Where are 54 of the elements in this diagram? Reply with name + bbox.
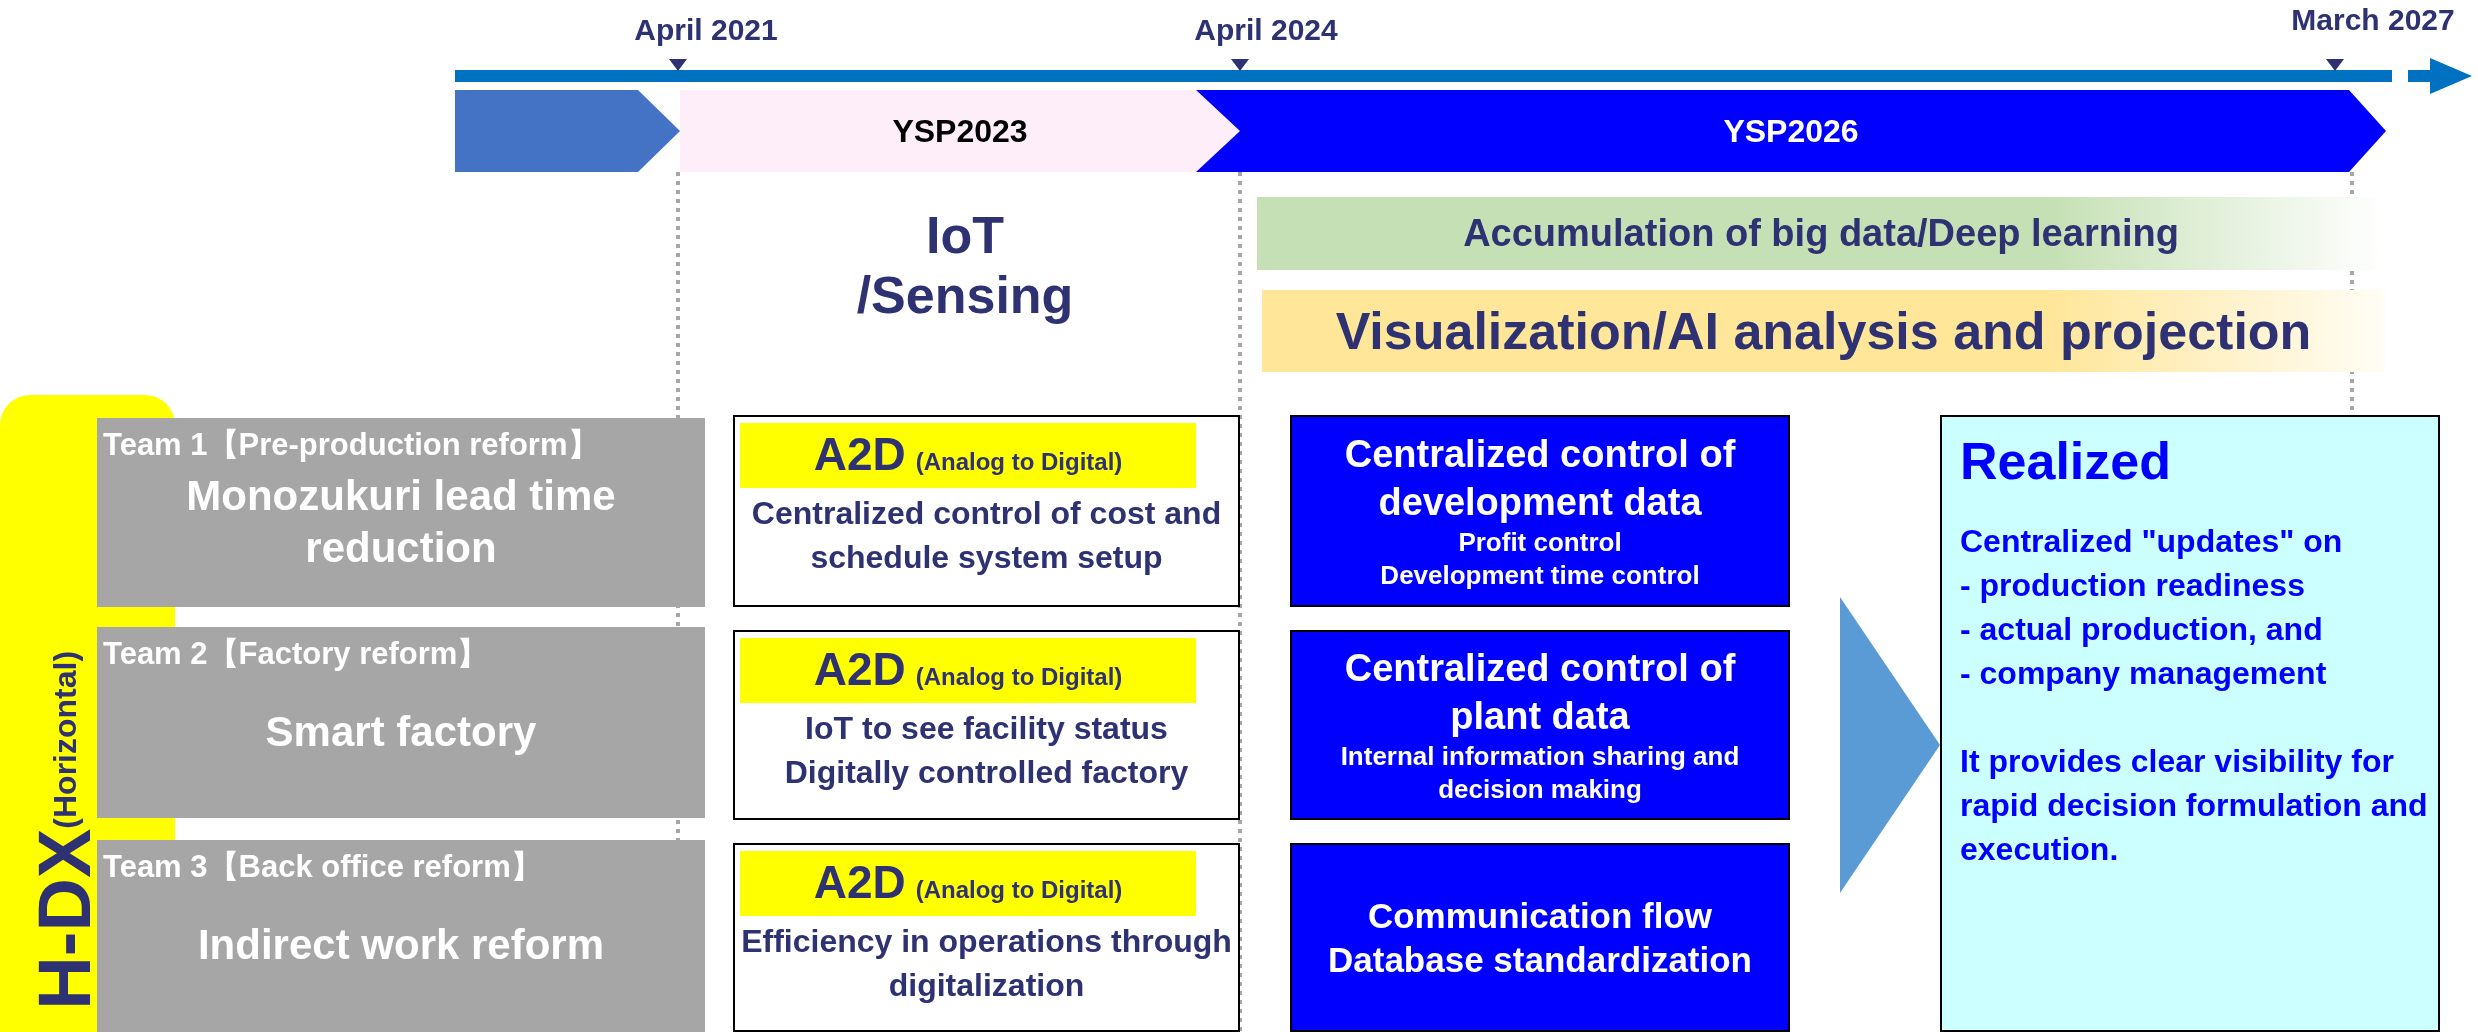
phase-label: YSP2026 xyxy=(1723,112,1859,150)
result-box xyxy=(1290,843,1790,1032)
date-label: April 2021 xyxy=(633,12,779,48)
box-text: Internal information sharing and decision making xyxy=(1339,740,1741,806)
phase-banner xyxy=(455,90,680,172)
box-heading: Team 1【Pre-production reform】 xyxy=(103,426,600,464)
goal-box xyxy=(733,630,1240,820)
team-box xyxy=(97,418,705,607)
box-text: Communication flow xyxy=(1366,894,1714,937)
box-text: Digitally controlled factory xyxy=(783,753,1190,792)
highlight-bar xyxy=(740,423,1196,488)
highlight-subtitle: (Analog to Digital) xyxy=(915,448,1123,476)
band-subtitle: (Horizontal) xyxy=(47,651,83,830)
list-item: Centralized "updates" on xyxy=(1960,522,2344,561)
highlight-title: A2D xyxy=(813,427,906,481)
goal-box xyxy=(733,415,1240,607)
team-box xyxy=(97,840,705,1032)
box-title: Smart factory xyxy=(265,706,537,757)
box-text: Profit control xyxy=(1457,526,1623,559)
box-text: Database standardization xyxy=(1327,938,1753,981)
highlight-title: A2D xyxy=(813,642,906,696)
phase-banner xyxy=(680,90,1240,172)
phase-label: YSP2023 xyxy=(892,112,1028,150)
band-label: Accumulation of big data/Deep learning xyxy=(1463,212,2179,255)
highlight-subtitle: (Analog to Digital) xyxy=(915,663,1123,691)
result-box xyxy=(1290,630,1790,820)
box-text: Development time control xyxy=(1379,559,1701,592)
band-label: Visualization/AI analysis and projection xyxy=(1335,301,2312,361)
date-label: March 2027 xyxy=(2290,2,2456,38)
phase-banner xyxy=(1196,90,2386,172)
box-text: Centralized control of cost and schedule system setup xyxy=(750,494,1223,577)
team-box xyxy=(97,627,705,818)
box-heading: Team 2【Factory reform】 xyxy=(103,635,490,673)
box-text: It provides clear visibility for rapid decision formulation and execution. xyxy=(1960,742,2428,869)
highlight-title: A2D xyxy=(813,855,906,909)
box-text: IoT to see facility status xyxy=(804,709,1169,748)
box-title: Monozukuri lead time reduction xyxy=(185,470,617,573)
result-box xyxy=(1290,415,1790,607)
box-text: Efficiency in operations through digitalization xyxy=(740,922,1233,1005)
box-title: Realized xyxy=(1960,431,2172,491)
list-item: - actual production, and xyxy=(1960,610,2324,649)
box-title: Centralized control of plant data xyxy=(1343,646,1737,739)
box-title: Indirect work reform xyxy=(197,920,605,970)
list-item: - production readiness xyxy=(1960,566,2306,605)
highlight-subtitle: (Analog to Digital) xyxy=(915,876,1123,904)
list-item: - company management xyxy=(1960,654,2328,693)
theme-band xyxy=(1262,290,2385,372)
date-label: April 2024 xyxy=(1193,12,1339,48)
box-title: Centralized control of development data xyxy=(1343,432,1737,525)
highlight-bar xyxy=(740,851,1196,916)
goal-box xyxy=(733,843,1240,1032)
phase-heading: IoT /Sensing xyxy=(855,205,1075,325)
summary-box xyxy=(1940,415,2440,1032)
highlight-bar xyxy=(740,638,1196,703)
